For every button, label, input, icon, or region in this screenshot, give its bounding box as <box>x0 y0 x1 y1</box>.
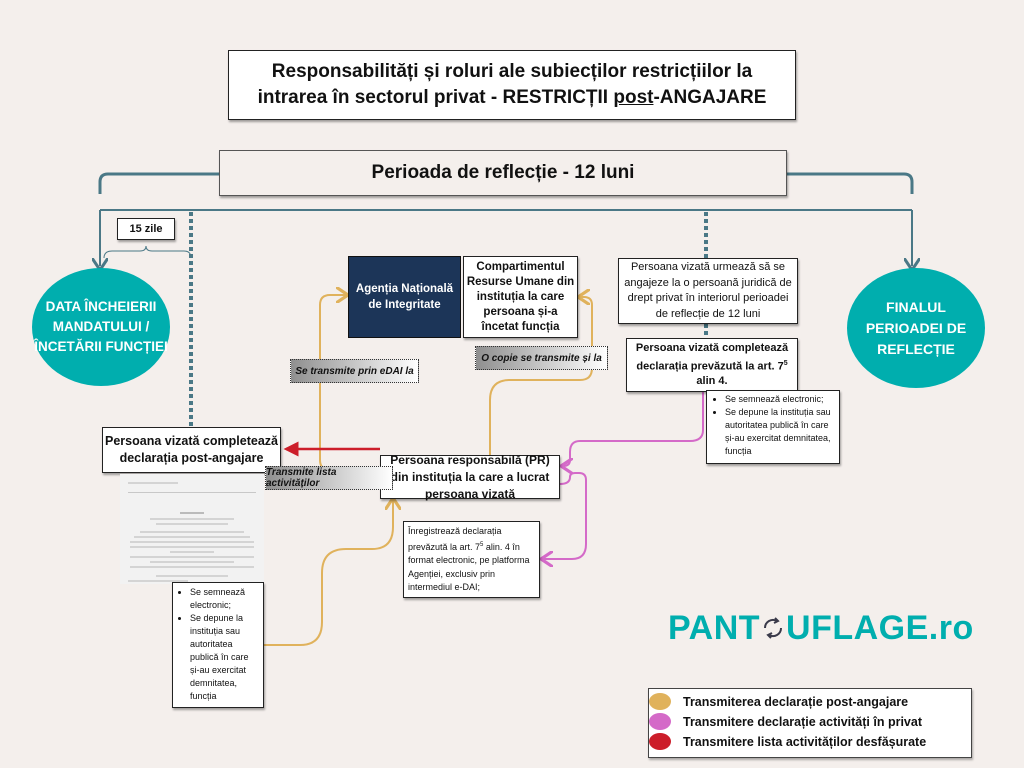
reflection-period-box: Perioada de reflecție - 12 luni <box>219 150 787 196</box>
refresh-cycle-icon <box>760 613 786 643</box>
declaration-document-thumbnail <box>120 474 264 584</box>
logo-text-post: UFLAGE.ro <box>786 608 974 647</box>
flow-register <box>543 472 587 559</box>
art-declaration-box: Persoana vizată completează declarația p… <box>626 338 798 392</box>
title-underlined-word: post <box>613 87 654 108</box>
legend-item-list: Transmitere lista activităților desfășur… <box>649 733 926 750</box>
timeline-bracket <box>98 172 219 194</box>
tag-edai: Se transmite prin eDAI la <box>290 359 419 383</box>
flow-post-submit <box>264 500 393 646</box>
legend-label: Transmitere lista activităților desfășur… <box>683 734 927 749</box>
legend-swatch-yellow <box>649 693 671 710</box>
note-item: Se semnează electronic; <box>725 393 835 406</box>
tag-activity-list: Transmite lista activităților <box>265 466 393 490</box>
title-line-2-post: -ANGAJARE <box>653 87 767 108</box>
days-label: 15 zile <box>117 218 175 240</box>
post-declaration-box: Persoana vizată completează declarația p… <box>102 427 281 473</box>
register-sup: 5 <box>480 541 484 548</box>
register-post: alin. 4 în format electronic, pe platfor… <box>408 541 530 593</box>
hr-department-box: Compartimentul Resurse Umane din institu… <box>463 256 578 338</box>
post-declaration-notes: Se semnează electronic; Se depune la ins… <box>172 582 264 708</box>
pantouflage-logo: PANT UFLAGE.ro <box>668 603 988 653</box>
flow-copy <box>489 297 593 455</box>
title-line-1: Responsabilități și roluri ale subiecțil… <box>271 61 753 82</box>
tag-copy: O copie se transmite și la <box>475 346 608 370</box>
page-title: Responsabilități și roluri ale subiecțil… <box>228 50 796 120</box>
responsible-person-box: Persoana responsabilă (PR) din instituți… <box>380 453 560 501</box>
legend-item-private: Transmitere declarație activități în pri… <box>649 713 922 730</box>
ani-box: Agenția Națională de Integritate <box>348 256 461 338</box>
private-employment-box: Persoana vizată urmează să se angajeze l… <box>618 258 798 324</box>
art-declaration-pre: Persoana vizată completează declarația p… <box>635 341 789 373</box>
note-item: Se depune la instituția sau autoritatea … <box>725 406 835 458</box>
title-line-2: intrarea în sectorul privat - RESTRICȚII… <box>258 85 767 111</box>
art-declaration-sup: 5 <box>783 359 788 367</box>
register-declaration-box: Înregistrează declarația prevăzută la ar… <box>403 521 540 598</box>
register-pre: Înregistrează declarația prevăzută la ar… <box>408 526 502 552</box>
legend-label: Transmitere declarație activități în pri… <box>683 714 922 729</box>
legend-item-post: Transmiterea declarație post-angajare <box>649 693 908 710</box>
legend-label: Transmiterea declarație post-angajare <box>683 694 909 709</box>
logo-text-pre: PANT <box>668 608 761 647</box>
title-line-2-pre: intrarea în sectorul privat - RESTRICȚII <box>257 87 614 108</box>
days-brace <box>103 245 192 259</box>
flow-private-declaration <box>563 392 704 466</box>
art-declaration-notes: Se semnează electronic; Se depune la ins… <box>706 390 840 464</box>
art-declaration-post: alin 4. <box>696 375 728 388</box>
start-date-circle: DATA ÎNCHEIERII MANDATULUI / ÎNCETĂRII F… <box>32 268 170 386</box>
legend-swatch-red <box>649 733 671 750</box>
legend-swatch-pink <box>649 713 671 730</box>
end-period-circle: FINALUL PERIOADEI DE REFLECȚIE <box>847 268 985 388</box>
note-item: Se depune la instituția sau autoritatea … <box>190 612 260 703</box>
legend: Transmiterea declarație post-angajare Tr… <box>648 688 972 758</box>
note-item: Se semnează electronic; <box>190 586 260 612</box>
